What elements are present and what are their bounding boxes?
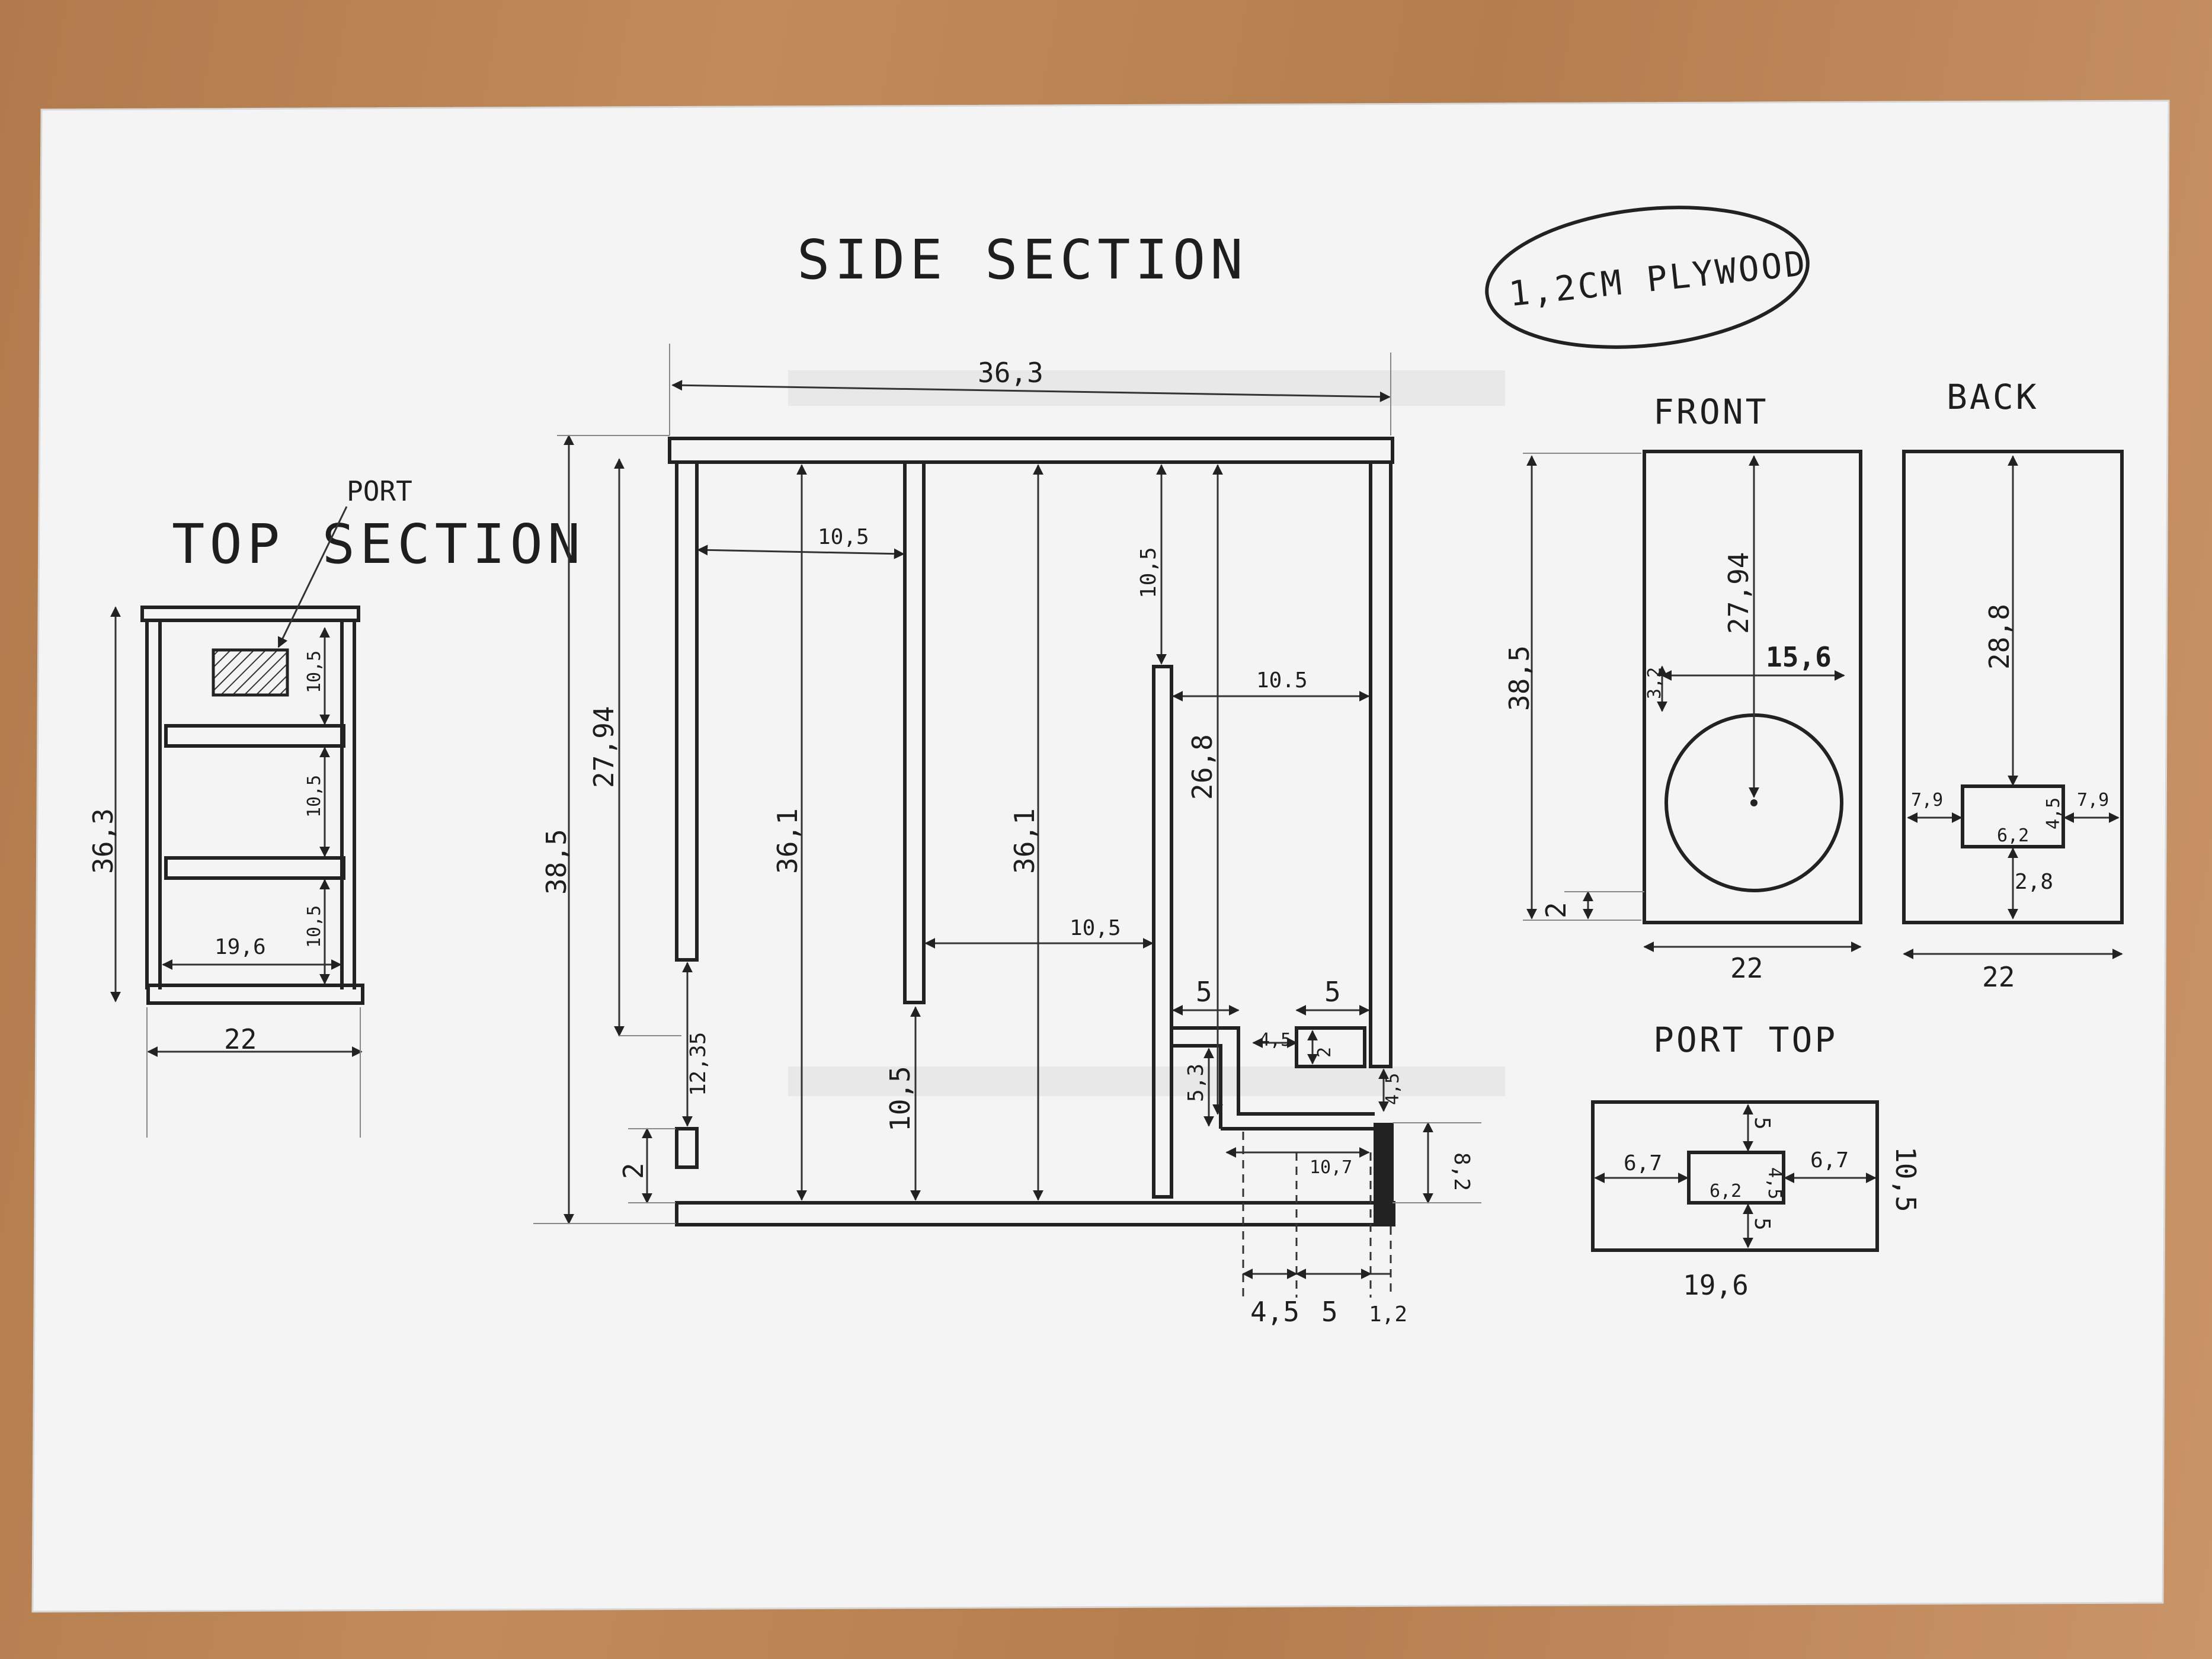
port-label: PORT xyxy=(347,475,412,507)
back-height-dim: 28,8 xyxy=(1983,604,2015,670)
side-5-3-dim: 5,3 xyxy=(1184,1064,1208,1102)
side-8-2-dim: 8,2 xyxy=(1449,1152,1474,1191)
side-27-94-dim: 27,94 xyxy=(588,706,620,788)
back-title: BACK xyxy=(1947,377,2039,417)
side-10-5-top-left-dim: 10,5 xyxy=(818,525,869,549)
side-12-35-dim: 12,35 xyxy=(686,1032,710,1096)
back-left-dim: 7,9 xyxy=(1911,790,1943,811)
front-bottom-dim: 2 xyxy=(1540,902,1572,918)
bottom-5-dim: 5 xyxy=(1321,1296,1338,1328)
bottom-1-2-dim: 1,2 xyxy=(1369,1302,1407,1327)
side-36-1-a-dim: 36,1 xyxy=(772,808,804,874)
side-total-height-dim: 38,5 xyxy=(540,829,572,895)
port-top-bottom-dim: 5 xyxy=(1750,1218,1774,1231)
side-10-7-dim: 10,7 xyxy=(1310,1157,1352,1178)
side-section-drawing xyxy=(533,344,1481,1298)
bottom-4-5-dim: 4,5 xyxy=(1250,1296,1299,1328)
top-slot-1-dim: 10,5 xyxy=(304,651,325,693)
front-height-dim: 38,5 xyxy=(1503,645,1535,711)
back-port-rect xyxy=(1961,784,2065,848)
top-width-dim: 22 xyxy=(224,1023,257,1055)
back-port-w-dim: 6,2 xyxy=(1997,825,2029,846)
side-4-5-a-dim: 4,5 xyxy=(1259,1030,1291,1051)
back-width-dim: 22 xyxy=(1982,961,2015,993)
side-section-title: SIDE SECTION xyxy=(797,228,1248,292)
back-bottom-dim: 2,8 xyxy=(2015,870,2053,894)
top-height-dim: 36,3 xyxy=(87,808,119,874)
back-drawing xyxy=(1902,450,2124,959)
top-section-title: TOP SECTION xyxy=(172,513,585,576)
side-total-width-dim: 36,3 xyxy=(978,357,1043,389)
port-top-left-dim: 6,7 xyxy=(1624,1151,1662,1176)
front-driver-dia-dim: 15,6 xyxy=(1766,641,1832,673)
side-10-5-right-dim: 10.5 xyxy=(1256,668,1308,693)
side-2-b-dim: 2 xyxy=(1314,1047,1335,1058)
port-top-drawing xyxy=(1591,1100,1879,1252)
material-ellipse xyxy=(1485,206,1810,349)
side-5-right-dim: 5 xyxy=(1324,976,1341,1008)
front-center-height-dim: 27,94 xyxy=(1723,552,1755,634)
side-4-5-b-dim: 4,5 xyxy=(1382,1073,1403,1105)
port-top-top-dim: 5 xyxy=(1750,1117,1774,1130)
port-top-inner xyxy=(1687,1151,1785,1205)
side-26-8-dim: 26,8 xyxy=(1186,734,1218,800)
back-right-dim: 7,9 xyxy=(2077,790,2109,811)
front-offset-dim: 3,2 xyxy=(1644,667,1665,699)
side-36-1-b-dim: 36,1 xyxy=(1009,808,1041,874)
top-slot-2-dim: 10,5 xyxy=(304,775,325,818)
port-top-width-dim: 19,6 xyxy=(1683,1269,1749,1301)
front-drawing xyxy=(1523,450,1862,952)
top-slot-3-dim: 10,5 xyxy=(304,905,325,948)
front-width-dim: 22 xyxy=(1730,952,1763,984)
side-10-5-lower-mid-dim: 10,5 xyxy=(1070,916,1121,940)
port-top-right-dim: 6,7 xyxy=(1810,1148,1849,1173)
side-10-5-lower-vert-dim: 10,5 xyxy=(884,1066,916,1132)
side-2-dim: 2 xyxy=(617,1162,649,1179)
side-10-5-vert-dim: 10,5 xyxy=(1137,547,1161,598)
port-top-port-w-dim: 6,2 xyxy=(1710,1181,1742,1202)
side-5-left-dim: 5 xyxy=(1196,976,1212,1008)
port-top-height-dim: 10,5 xyxy=(1890,1146,1922,1212)
front-title: FRONT xyxy=(1653,392,1769,432)
port-top-port-h-dim: 4,5 xyxy=(1764,1167,1785,1199)
back-port-h-dim: 4,5 xyxy=(2043,798,2064,830)
port-hatch xyxy=(212,648,289,697)
port-top-title: PORT TOP xyxy=(1653,1020,1838,1060)
top-section-drawing xyxy=(110,506,364,1138)
top-inner-width-dim: 19,6 xyxy=(215,935,266,959)
